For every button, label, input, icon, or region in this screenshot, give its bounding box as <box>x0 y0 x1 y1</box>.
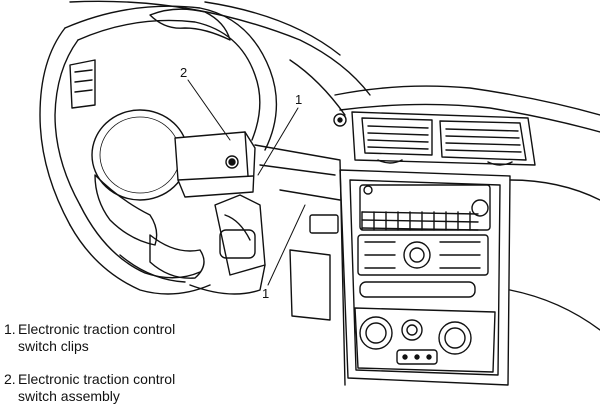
left-vent <box>69 59 96 109</box>
steering-wheel <box>39 5 278 295</box>
steering-column <box>189 194 266 295</box>
center-stack <box>339 169 511 386</box>
legend-text: Electronic traction control switch clips <box>18 321 176 354</box>
legend-number: 2. <box>4 371 16 387</box>
airbag-hub <box>91 109 189 201</box>
windshield-pillar <box>69 0 371 116</box>
legend-item-1: 1. Electronic traction control switch cl… <box>4 321 175 355</box>
callout-leaders <box>187 79 306 286</box>
dash-panel <box>254 144 600 386</box>
callout-2: 2 <box>180 65 187 80</box>
center-vents <box>351 111 536 166</box>
climate-controls <box>354 307 496 373</box>
callout-1-bottom: 1 <box>262 286 269 301</box>
legend-text: Electronic traction control switch assem… <box>18 371 176 404</box>
traction-control-switch-assembly <box>174 131 256 198</box>
callout-1-top: 1 <box>295 92 302 107</box>
legend-item-2: 2. Electronic traction control switch as… <box>4 371 175 405</box>
legend-number: 1. <box>4 321 16 337</box>
dash-top <box>333 85 600 133</box>
